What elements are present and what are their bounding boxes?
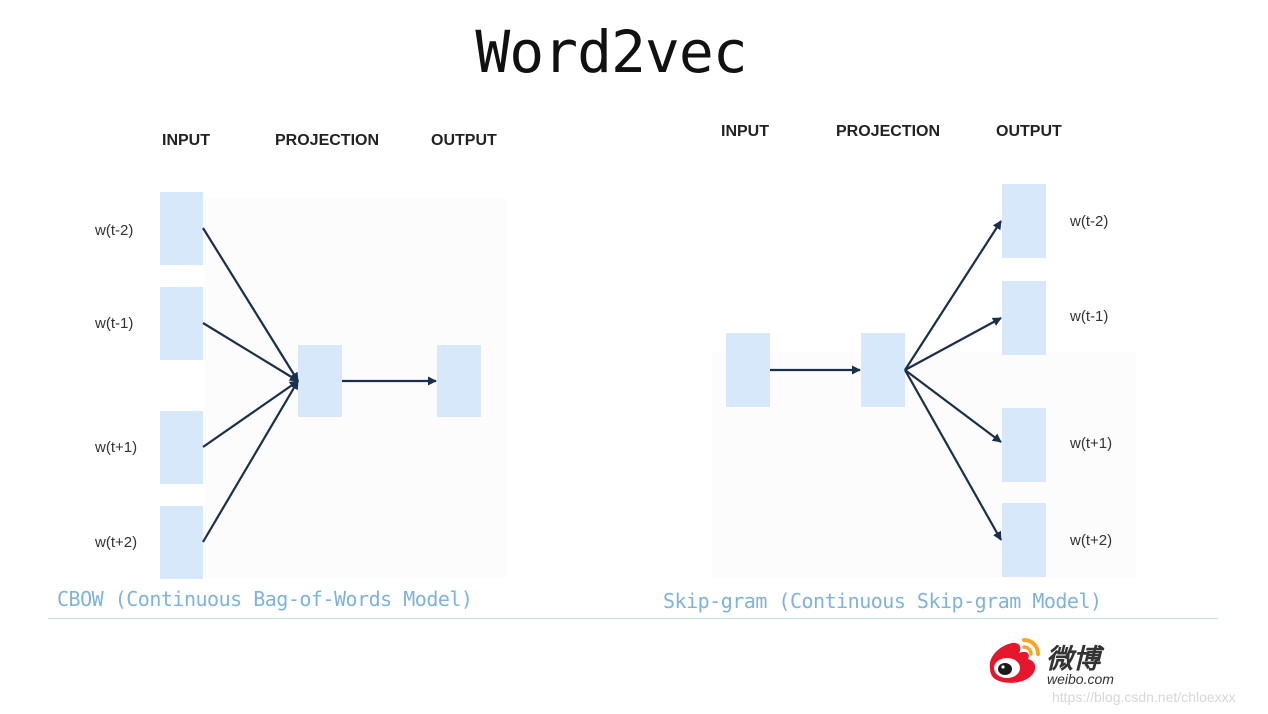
skipgram-output-box: [1002, 503, 1046, 577]
cbow-input-box: [160, 287, 203, 360]
cbow-arrow: [202, 322, 299, 382]
cbow-arrow: [202, 380, 299, 448]
skipgram-output-label: w(t-1): [1070, 308, 1109, 325]
cbow-input-box: [160, 506, 203, 579]
cbow-input-box: [160, 411, 203, 484]
weibo-logo-text: 微博: [1046, 644, 1100, 675]
skipgram-input-box: [726, 333, 770, 407]
cbow-projection-box: [298, 345, 342, 417]
cbow-header-projection: PROJECTION: [275, 132, 380, 149]
skipgram-output-box: [1002, 184, 1046, 258]
cbow-output-box: [437, 345, 481, 417]
cbow-header-input: INPUT: [162, 132, 210, 149]
cbow-arrow: [202, 227, 299, 382]
cbow-caption: CBOW (Continuous Bag-of-Words Model): [57, 587, 473, 611]
skipgram-output-label: w(t+1): [1070, 435, 1113, 452]
cbow-input-label: w(t+2): [95, 534, 138, 551]
skipgram-background: [712, 352, 1136, 578]
skipgram-header-projection: PROJECTION: [836, 123, 941, 140]
skipgram-header-input: INPUT: [721, 123, 769, 140]
cbow-input-label: w(t-2): [95, 222, 134, 239]
skipgram-projection-box: [861, 333, 905, 407]
cbow-input-label: w(t+1): [95, 439, 138, 456]
skipgram-output-label: w(t+2): [1070, 532, 1113, 549]
skipgram-output-box: [1002, 281, 1046, 355]
skipgram-output-label: w(t-2): [1070, 213, 1109, 230]
skipgram-header-output: OUTPUT: [996, 123, 1062, 140]
watermark: https://blog.csdn.net/chloexxx: [1052, 689, 1236, 705]
caption-divider: [48, 618, 1218, 619]
cbow-input-label: w(t-1): [95, 315, 134, 332]
skipgram-output-box: [1002, 408, 1046, 482]
weibo-eye-icon: [989, 638, 1040, 683]
skipgram-arrow: [904, 369, 1002, 541]
page-title: Word2vec: [475, 18, 747, 86]
skipgram-arrow: [904, 369, 1002, 443]
cbow-arrow: [202, 380, 299, 543]
cbow-input-box: [160, 192, 203, 265]
skipgram-caption: Skip-gram (Continuous Skip-gram Model): [663, 589, 1102, 613]
skipgram-arrow: [904, 317, 1002, 371]
weibo-domain: weibo.com: [1047, 671, 1114, 687]
skipgram-arrow: [904, 220, 1002, 371]
cbow-header-output: OUTPUT: [431, 132, 497, 149]
